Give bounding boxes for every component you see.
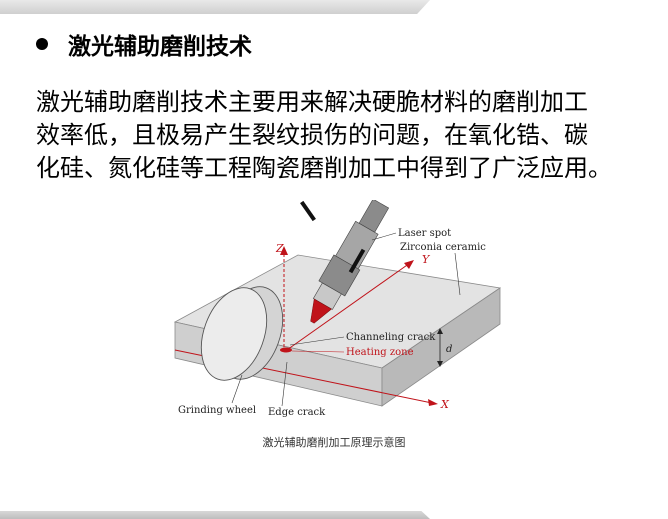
slide-title: 激光辅助磨削技术 — [68, 34, 252, 60]
heating-zone-spot — [280, 347, 292, 353]
x-axis-arrow — [428, 399, 438, 406]
laser-mount-bracket — [348, 248, 366, 274]
slide-heading: 激光辅助磨削技术 — [36, 27, 252, 61]
label-grinding-wheel: Grinding wheel — [178, 405, 256, 416]
depth-arrow-down — [437, 361, 443, 367]
edge-crack-leader — [281, 361, 288, 407]
label-axis-z: Z — [275, 242, 284, 255]
bullet-icon — [36, 38, 48, 50]
label-channeling-crack: Channeling crack — [346, 332, 436, 343]
z-axis-arrow — [280, 246, 288, 255]
paragraph-line-1: 激光辅助磨削技术主要用来解决硬脆材料的磨削加工 — [36, 88, 588, 116]
top-decorative-bar — [0, 0, 430, 14]
label-laser-spot: Laser spot — [398, 228, 451, 239]
label-heating-zone: Heating zone — [346, 347, 414, 358]
ceramic-block-side — [381, 287, 501, 407]
grinding-wheel-face — [200, 287, 268, 381]
laser-spot-leader — [371, 232, 397, 241]
channeling-crack-leader — [289, 336, 345, 346]
paragraph-line-3: 化硅、氮化硅等工程陶瓷磨削加工中得到了广泛应用。 — [36, 154, 612, 182]
laser-head — [310, 200, 390, 324]
laser-grinding-diagram: Laser spot Zirconia ceramic Channeling c… — [173, 200, 502, 418]
label-edge-crack: Edge crack — [268, 407, 326, 418]
label-axis-y: Y — [422, 253, 431, 266]
heating-zone-leader — [291, 350, 345, 353]
label-zirconia-ceramic: Zirconia ceramic — [400, 242, 486, 253]
y-axis-line — [283, 262, 411, 353]
label-depth: d — [446, 344, 452, 355]
bottom-decorative-bar — [0, 511, 430, 519]
depth-arrow-up — [437, 328, 443, 334]
laser-top-bracket — [300, 200, 316, 222]
zirconia-leader — [454, 252, 461, 296]
grinding-wheel-leader — [231, 374, 243, 404]
figure-caption: 激光辅助磨削加工原理示意图 — [262, 436, 406, 449]
y-axis-arrow — [404, 260, 414, 269]
label-axis-x: X — [440, 398, 450, 411]
body-paragraph: 激光辅助磨削技术主要用来解决硬脆材料的磨削加工 效率低，且极易产生裂纹损伤的问题… — [36, 86, 664, 185]
paragraph-line-2: 效率低，且极易产生裂纹损伤的问题，在氧化锆、碳 — [36, 121, 588, 149]
